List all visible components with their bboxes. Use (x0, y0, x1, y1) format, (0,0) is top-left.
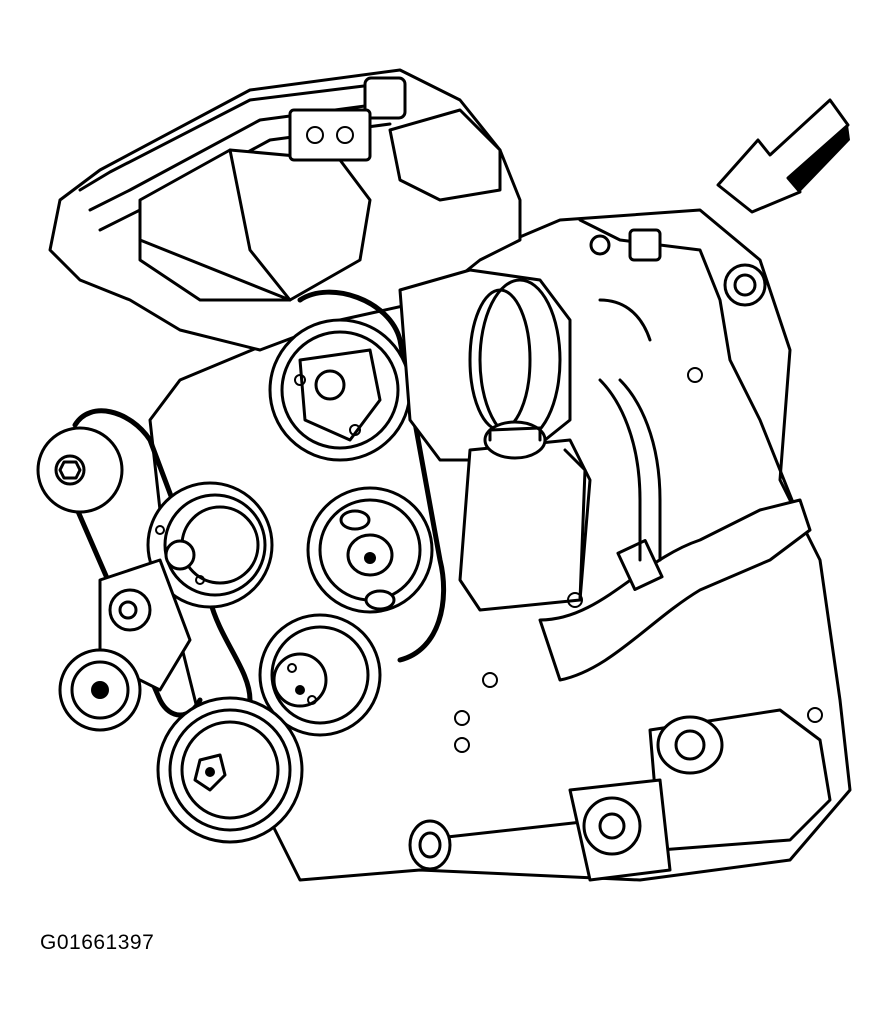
power-steering-pulley (268, 318, 412, 462)
oil-fill-tube (408, 819, 452, 871)
idler-pulley-center (258, 613, 382, 737)
heater-pipes (589, 228, 767, 562)
figure-id-label: G01661397 (40, 931, 155, 954)
power-steering-reservoir (458, 420, 592, 612)
belt-tensioner (58, 558, 192, 732)
mounting-bolts (454, 367, 823, 753)
starter-motor (568, 708, 832, 882)
water-pump-pulley (146, 481, 274, 609)
crankshaft-pulley (156, 696, 304, 844)
alternator-pulley (306, 486, 434, 614)
coolant-hose (538, 498, 812, 682)
throttle-sensor (288, 76, 502, 202)
idler-pulley-left (36, 426, 124, 514)
direction-arrow-icon (716, 98, 850, 214)
ac-compressor (398, 268, 572, 462)
